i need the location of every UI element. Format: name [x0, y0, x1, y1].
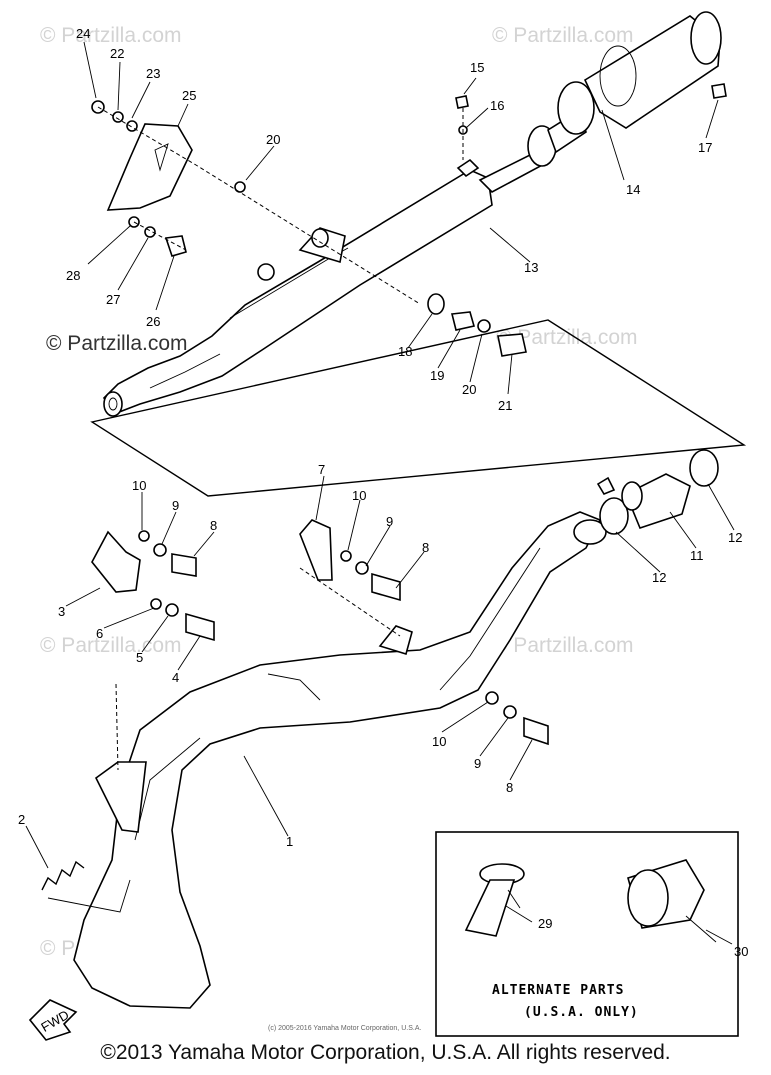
- callout-18: 18: [398, 344, 412, 359]
- grommet-18: [427, 293, 445, 315]
- alternate-parts-subtitle: (U.S.A. ONLY): [524, 1005, 639, 1020]
- bracket-25: [106, 123, 193, 211]
- callout-3: 3: [58, 604, 65, 619]
- watermark-text: © Partzilla.com: [46, 332, 188, 355]
- callout-24: 24: [76, 26, 90, 41]
- washer-6: [150, 598, 162, 610]
- fwd-arrow: FWD: [28, 999, 78, 1041]
- washer-10: [138, 530, 150, 542]
- callout-12: 12: [728, 530, 742, 545]
- bolt-26: [164, 235, 187, 257]
- spring-2: [41, 860, 85, 891]
- bolt-15: [455, 95, 469, 109]
- joint-11: [624, 473, 691, 529]
- expansion-pipe-assembly: [47, 511, 607, 1009]
- callout-22: 22: [110, 46, 124, 61]
- callout-10: 10: [132, 478, 146, 493]
- callout-29: 29: [538, 916, 552, 931]
- callout-25: 25: [182, 88, 196, 103]
- washer-5: [165, 603, 179, 617]
- clamp-12: [599, 497, 629, 535]
- callout-6: 6: [96, 626, 103, 641]
- alternate-parts-title: ALTERNATE PARTS: [492, 983, 624, 998]
- callouts: 24 22 23 25 20 28 27 26 15 16 17 14 13 1…: [18, 26, 748, 959]
- callout-13: 13: [524, 260, 538, 275]
- callout-5: 5: [136, 650, 143, 665]
- callout-10: 10: [352, 488, 366, 503]
- callout-28: 28: [66, 268, 80, 283]
- callout-26: 26: [146, 314, 160, 329]
- watermark-text: © Partzilla.com: [496, 326, 638, 349]
- washer-10: [340, 550, 352, 562]
- collar-19: [451, 311, 476, 331]
- callout-17: 17: [698, 140, 712, 155]
- callout-15: 15: [470, 60, 484, 75]
- lower-hardware: [41, 449, 719, 891]
- watermark-text: © Partzilla.com: [492, 634, 634, 657]
- watermark-text: © Partzilla.com: [40, 24, 182, 47]
- leader-lines: [25, 41, 735, 945]
- bracket-3: [91, 530, 141, 593]
- callout-11: 11: [690, 548, 704, 563]
- washer-20: [477, 319, 491, 333]
- callout-23: 23: [146, 66, 160, 81]
- watermark-text: © Partzilla.com: [40, 634, 182, 657]
- callout-7: 7: [318, 462, 325, 477]
- bolt-21: [497, 333, 527, 357]
- grommet-20: [234, 181, 246, 193]
- callout-21: 21: [498, 398, 512, 413]
- callout-4: 4: [172, 670, 179, 685]
- callout-19: 19: [430, 368, 444, 383]
- small-copyright: (c) 2005-2016 Yamaha Motor Corporation, …: [268, 1025, 421, 1032]
- callout-20: 20: [462, 382, 476, 397]
- callout-10: 10: [432, 734, 446, 749]
- callout-1: 1: [286, 834, 293, 849]
- callout-14: 14: [626, 182, 640, 197]
- washer-10: [485, 691, 499, 705]
- washer-22: [112, 111, 124, 123]
- callout-9: 9: [172, 498, 179, 513]
- callout-30: 30: [734, 944, 748, 959]
- watermark-text: © Partzilla.com: [492, 24, 634, 47]
- callout-8: 8: [210, 518, 217, 533]
- bolt-8: [371, 572, 401, 602]
- bolt-4: [185, 612, 215, 642]
- washer-9: [355, 561, 369, 575]
- upper-hardware: [91, 83, 727, 357]
- callout-8: 8: [506, 780, 513, 795]
- alternate-parts-box: ALTERNATE PARTS (U.S.A. ONLY): [435, 831, 739, 1037]
- bolt-8: [171, 553, 197, 577]
- footer-copyright: ©2013 Yamaha Motor Corporation, U.S.A. A…: [100, 1041, 671, 1064]
- callout-27: 27: [106, 292, 120, 307]
- callout-8: 8: [422, 540, 429, 555]
- callout-9: 9: [474, 756, 481, 771]
- callout-12: 12: [652, 570, 666, 585]
- clamp-12: [689, 449, 719, 487]
- bracket-7: [299, 519, 333, 581]
- callout-20: 20: [266, 132, 280, 147]
- washer-9: [153, 543, 167, 557]
- bolt-8: [523, 716, 549, 746]
- callout-9: 9: [386, 514, 393, 529]
- nut-17: [711, 83, 727, 99]
- group-frame: [90, 319, 747, 497]
- silencer-assembly: [102, 11, 722, 417]
- washer-9: [503, 705, 517, 719]
- callout-2: 2: [18, 812, 25, 827]
- callout-16: 16: [490, 98, 504, 113]
